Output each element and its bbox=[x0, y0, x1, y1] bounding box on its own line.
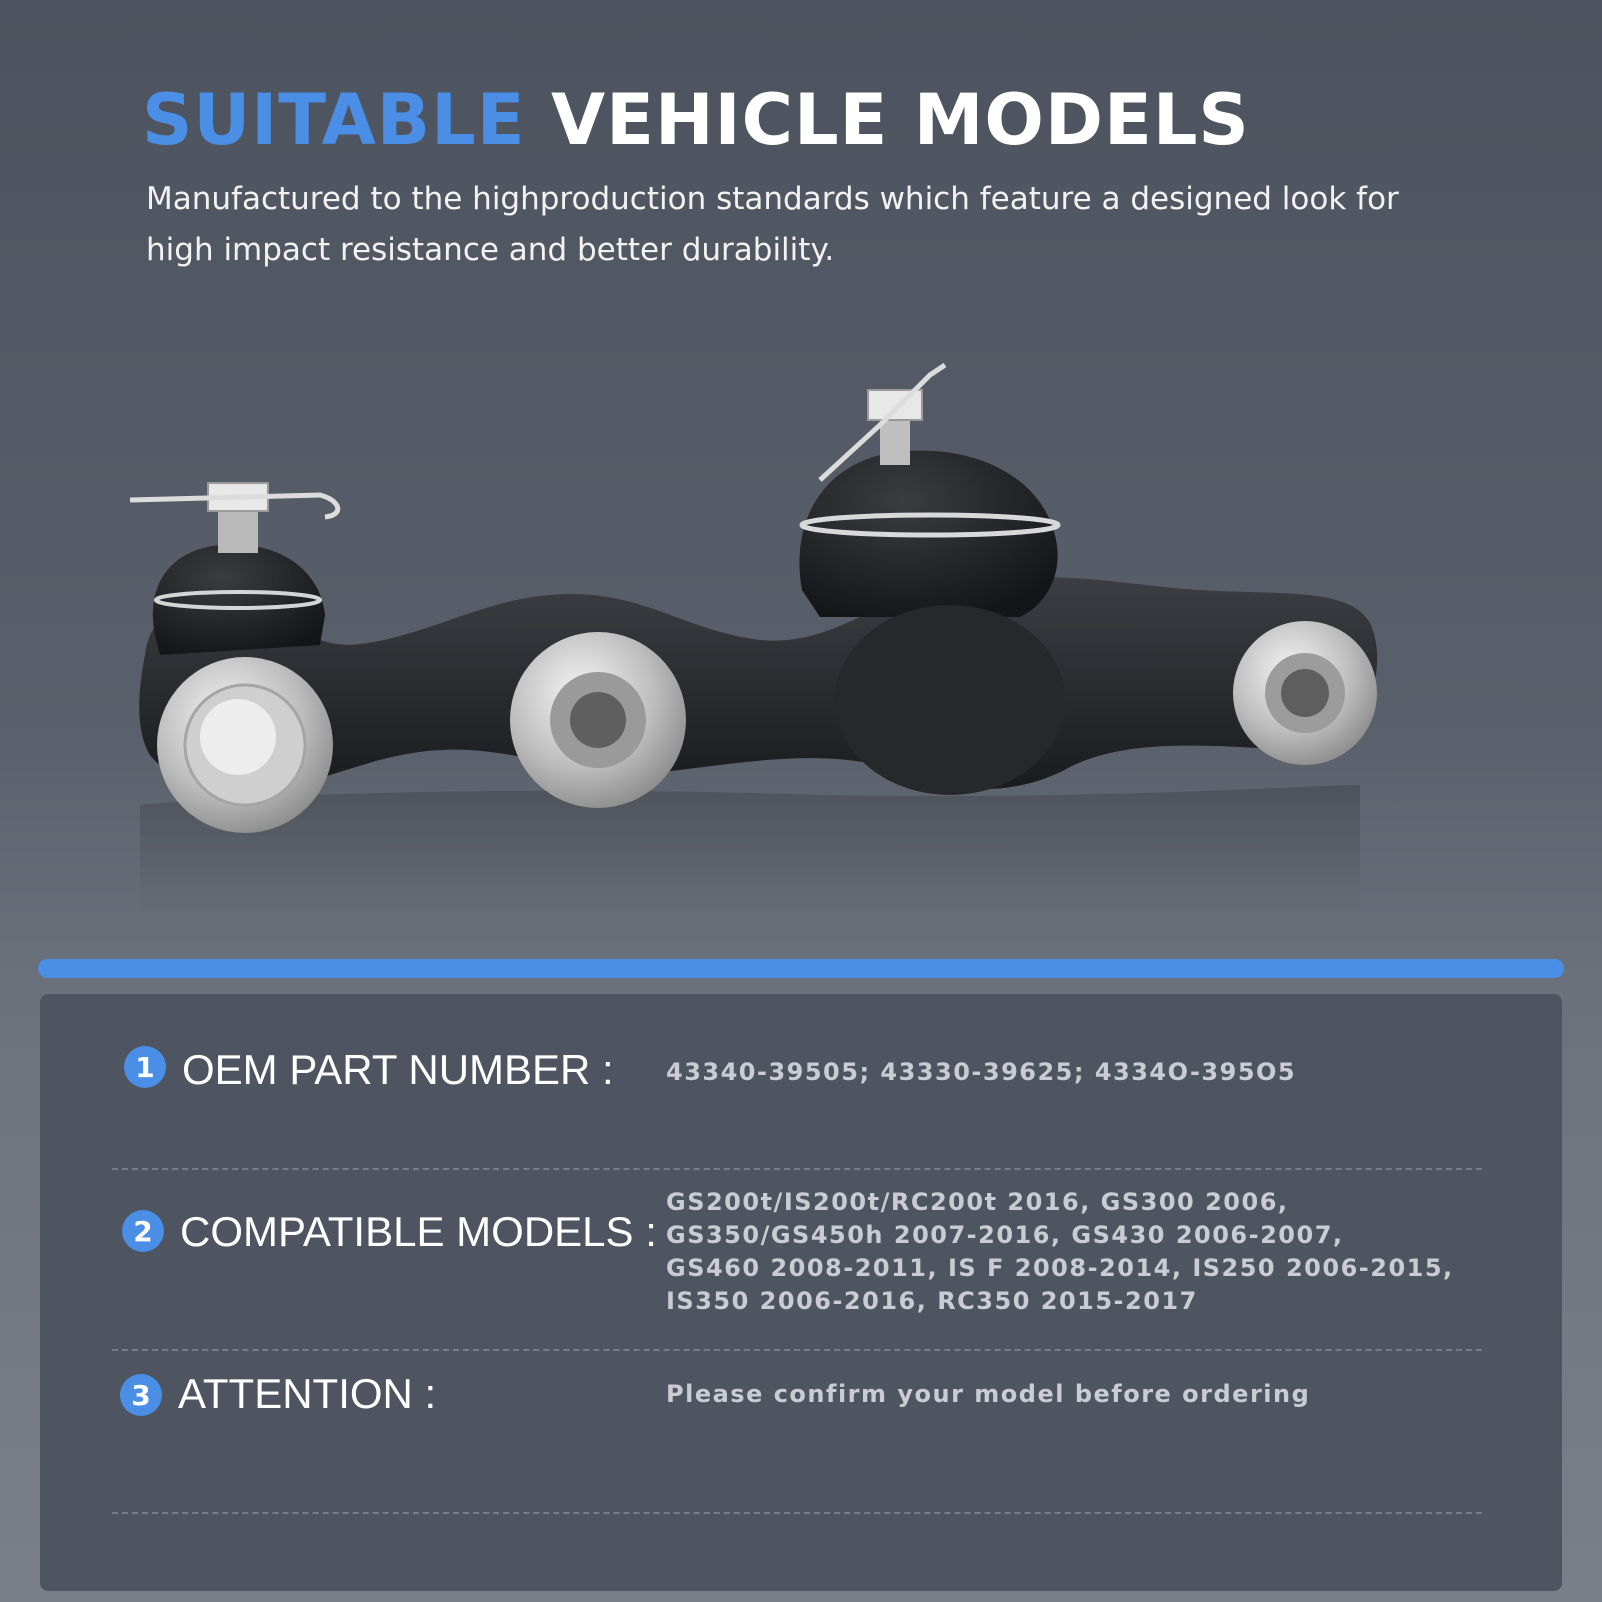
spec-label: OEM PART NUMBER : bbox=[182, 1046, 614, 1093]
divider bbox=[112, 1512, 1482, 1514]
spec-label: ATTENTION : bbox=[178, 1370, 437, 1417]
spec-value-line: GS460 2008-2011, IS F 2008-2014, IS250 2… bbox=[666, 1254, 1454, 1282]
ball-joint-control-arm-image bbox=[129, 362, 1378, 915]
specs-panel: 1 OEM PART NUMBER : 43340-39505; 43330-3… bbox=[40, 994, 1562, 1591]
accent-bar bbox=[38, 959, 1564, 978]
spec-value-line: GS350/GS450h 2007-2016, GS430 2006-2007, bbox=[666, 1221, 1344, 1249]
spec-value-line: 43340-39505; 43330-39625; 4334O-395O5 bbox=[666, 1058, 1297, 1086]
spec-label: COMPATIBLE MODELS : bbox=[180, 1208, 657, 1255]
title-rest: VEHICLE MODELS bbox=[550, 79, 1250, 161]
subtitle: Manufactured to the highproduction stand… bbox=[146, 181, 1399, 268]
title-highlight: SUITABLE bbox=[142, 79, 526, 161]
step-number-badge: 1 bbox=[124, 1046, 166, 1088]
page-title: SUITABLE VEHICLE MODELS bbox=[142, 78, 1250, 162]
step-number-badge: 2 bbox=[122, 1210, 164, 1252]
spec-value-line: IS350 2006-2016, RC350 2015-2017 bbox=[666, 1287, 1198, 1315]
spec-value-line: GS200t/IS200t/RC200t 2016, GS300 2006, bbox=[666, 1188, 1289, 1216]
divider bbox=[112, 1168, 1482, 1170]
spec-value: 43340-39505; 43330-39625; 4334O-395O5 bbox=[666, 1056, 1296, 1089]
spec-value: GS200t/IS200t/RC200t 2016, GS300 2006, G… bbox=[666, 1186, 1454, 1318]
spec-value: Please confirm your model before orderin… bbox=[666, 1378, 1310, 1411]
spec-value-line: Please confirm your model before orderin… bbox=[666, 1380, 1311, 1408]
step-number-badge: 3 bbox=[120, 1374, 162, 1416]
divider bbox=[112, 1349, 1482, 1351]
